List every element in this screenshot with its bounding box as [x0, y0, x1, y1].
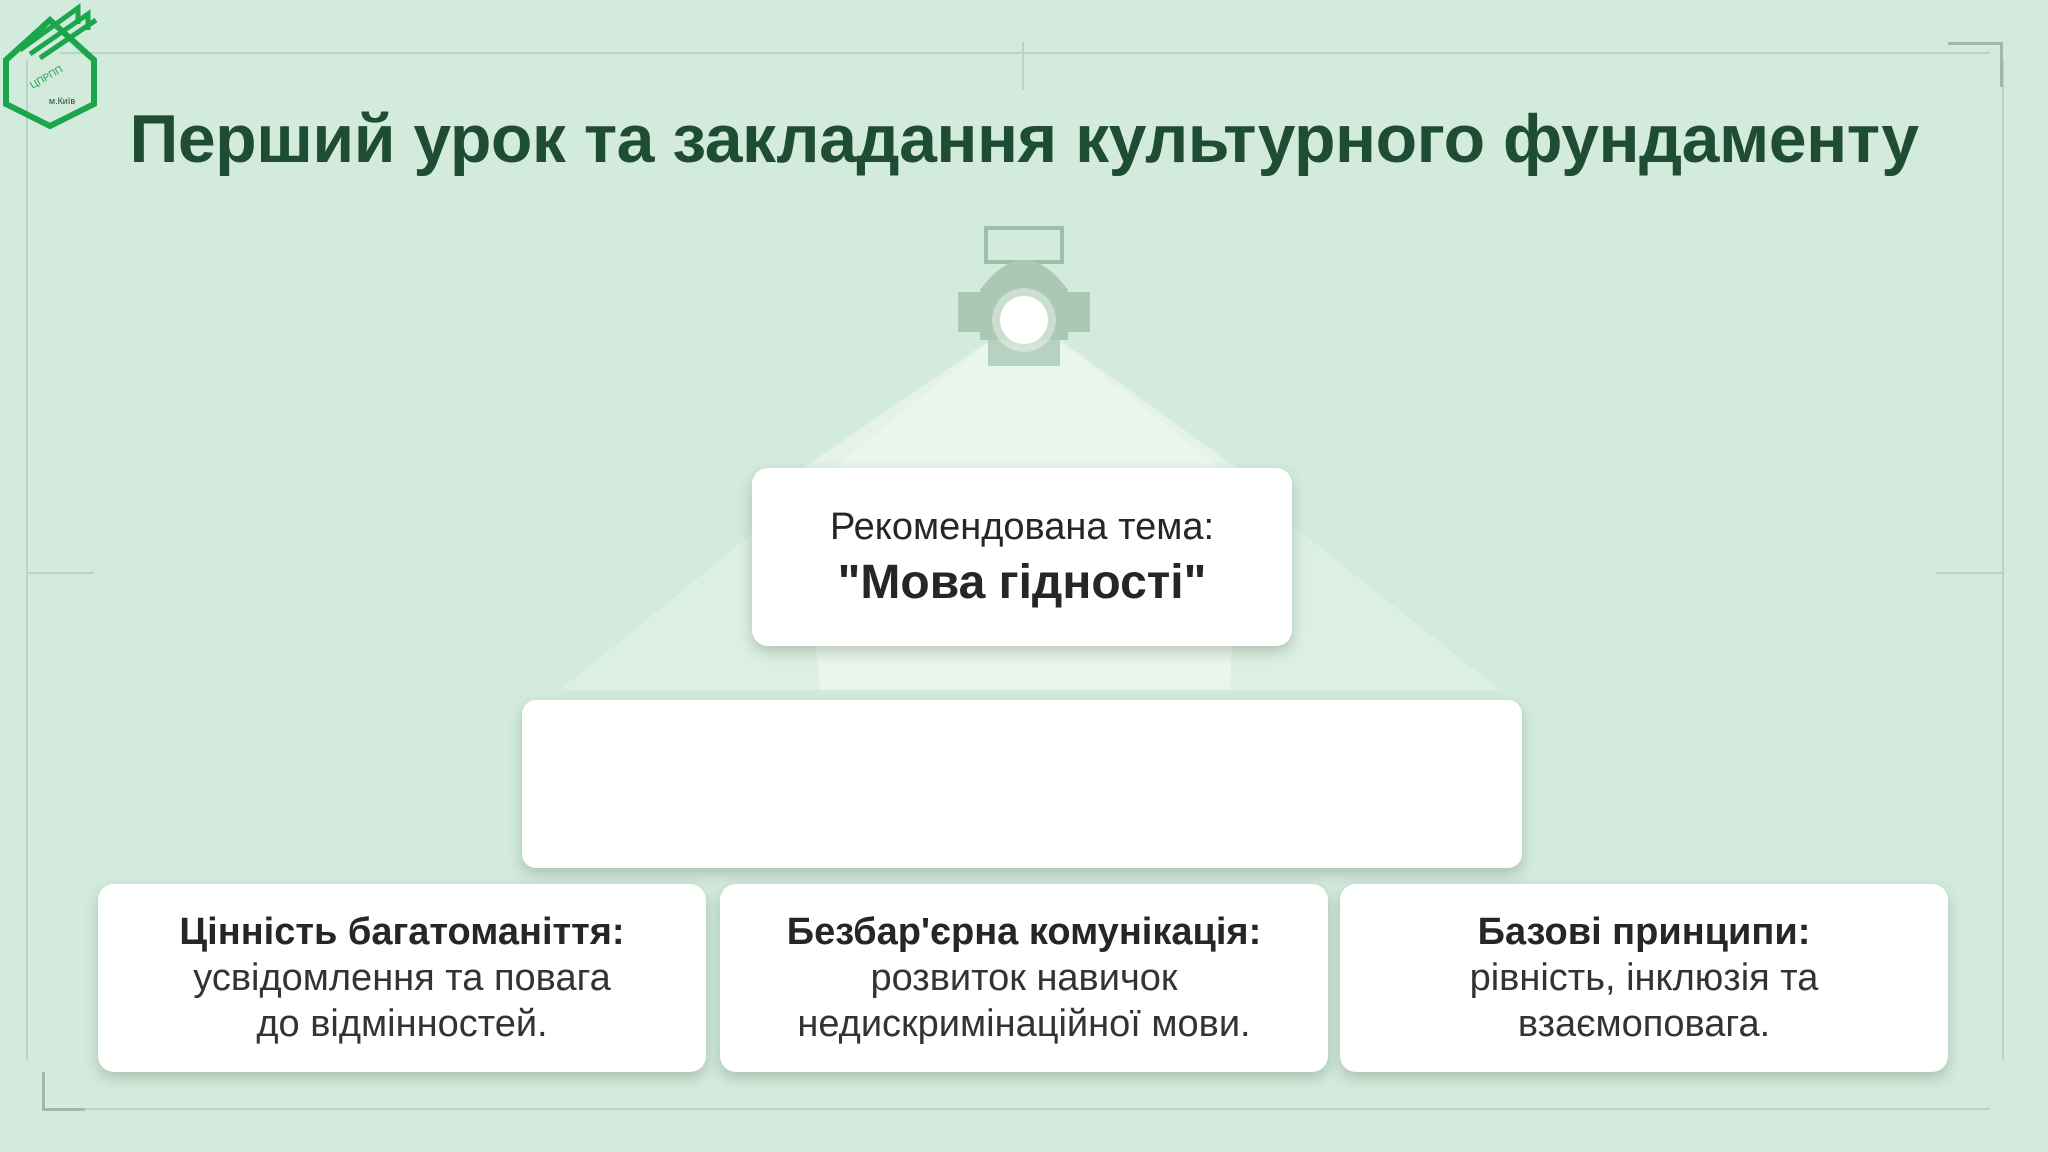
pillar-diversity: Цінність багатоманіття: усвідомлення та … [98, 884, 706, 1072]
pillar-desc-line1: рівність, інклюзія та [1469, 957, 1819, 999]
corner-top-right [1948, 42, 2003, 87]
spotlight-icon [958, 226, 1090, 366]
frame-right-line [2002, 60, 2004, 1060]
frame-left-line [26, 60, 28, 1060]
frame-right-tick [1936, 572, 2002, 574]
middle-block [522, 700, 1522, 868]
topic-label: Рекомендована тема: [829, 506, 1215, 548]
pillar-basic-principles: Базові принципи: рівність, інклюзія та в… [1340, 884, 1948, 1072]
pillar-desc-line1: розвиток навичок [870, 957, 1178, 999]
topic-value: "Мова гідності" [837, 556, 1207, 609]
pillar-desc-line1: усвідомлення та повага [193, 957, 611, 999]
corner-bottom-left [42, 1072, 85, 1111]
frame-bottom-line [60, 1108, 1990, 1110]
frame-top-tick [1022, 42, 1024, 90]
pillar-desc-line2: недискримінаційної мови. [797, 1003, 1251, 1045]
frame-top-line [60, 52, 1990, 54]
pillar-desc-line2: взаємоповага. [1517, 1003, 1771, 1045]
organization-logo: ЦПРПП м.Київ [0, 0, 100, 130]
pillar-barrier-free-communication: Безбар'єрна комунікація: розвиток навичо… [720, 884, 1328, 1072]
pillar-heading: Безбар'єрна комунікація: [786, 911, 1262, 953]
pillar-desc-line2: до відмінностей. [256, 1003, 548, 1045]
logo-city: м.Київ [49, 96, 75, 106]
pillar-heading: Базові принципи: [1477, 911, 1811, 953]
frame-left-tick [28, 572, 94, 574]
page-title: Перший урок та закладання культурного фу… [129, 101, 1919, 177]
recommended-topic-card: Рекомендована тема: "Мова гідності" [752, 468, 1292, 646]
pillar-heading: Цінність багатоманіття: [179, 911, 625, 953]
